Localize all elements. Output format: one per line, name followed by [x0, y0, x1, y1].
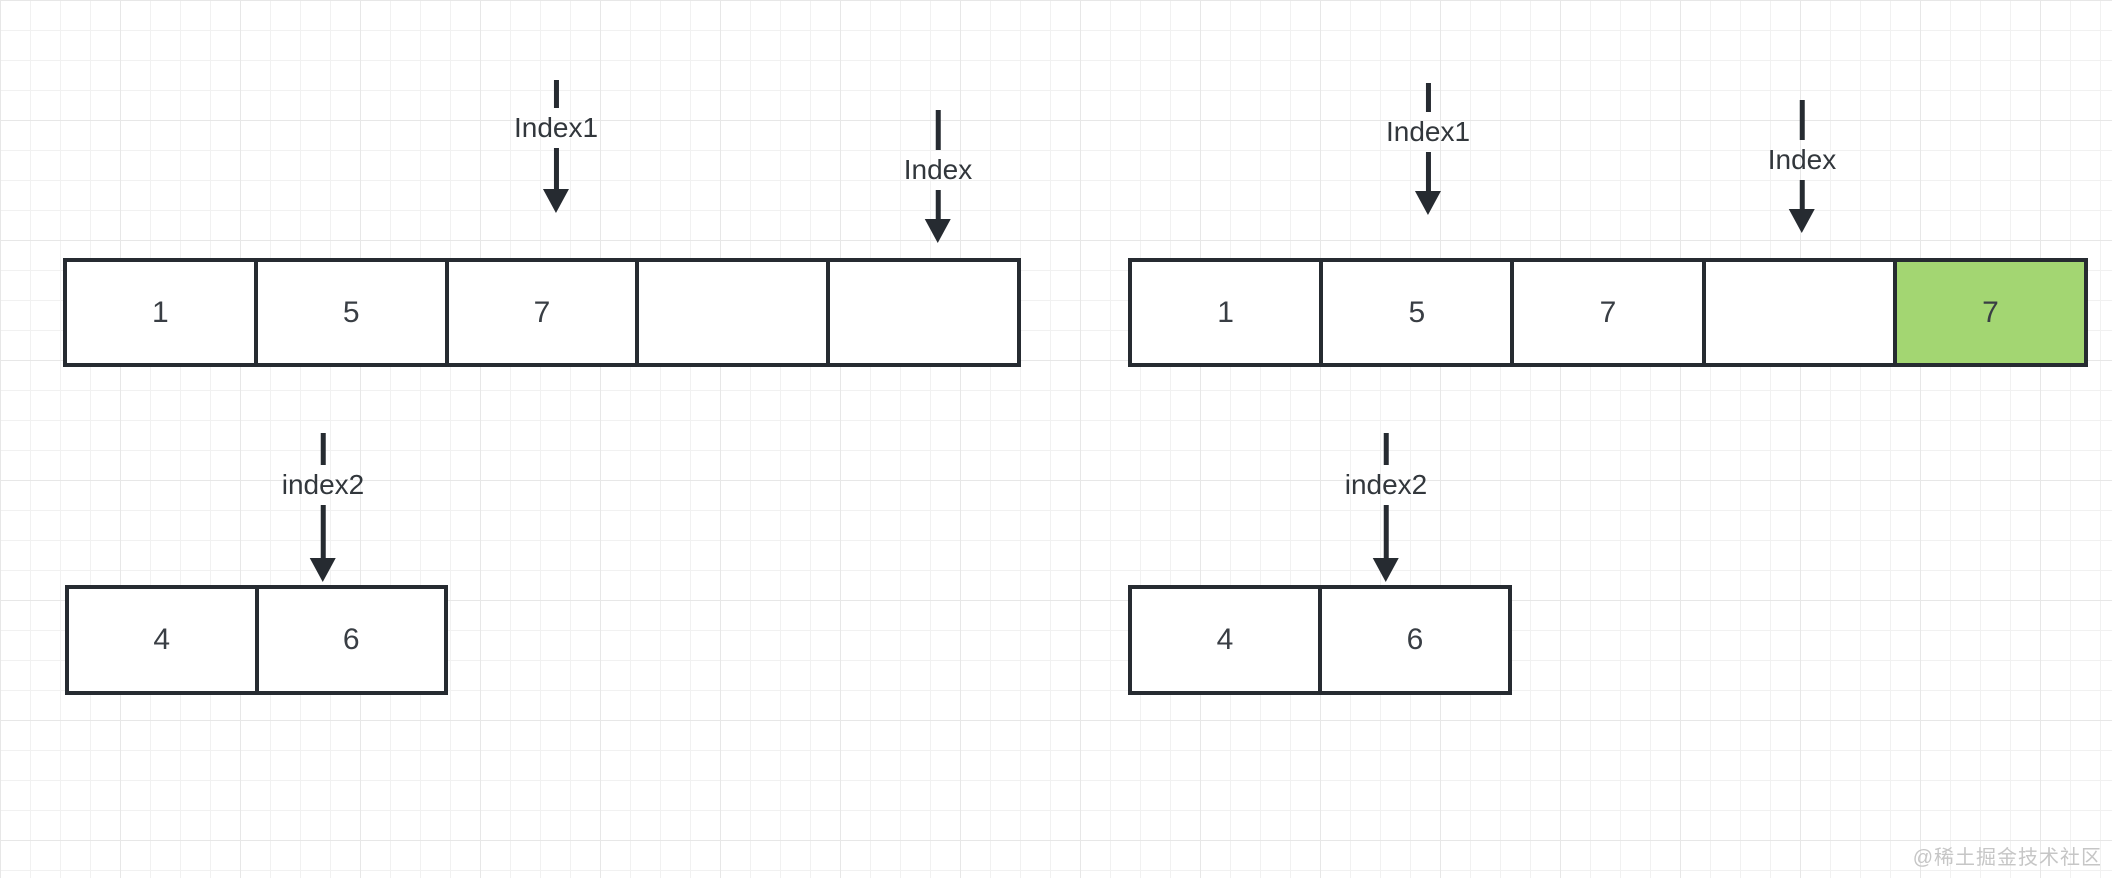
arrow-shaft: [935, 190, 941, 220]
array-cell: 4: [69, 589, 259, 691]
array-cell: 7: [1514, 262, 1706, 363]
array-cell: 7: [448, 262, 640, 363]
arrow-down-icon: [309, 558, 336, 582]
pointer-index1-left: Index1: [514, 80, 598, 213]
array-cell: [639, 262, 831, 363]
arrow-shaft: [1799, 180, 1805, 210]
arrow-down-icon: [1414, 191, 1441, 215]
pointer-label-index2: index2: [1344, 469, 1428, 500]
pointer-line-top: [1799, 100, 1805, 140]
array-cell: [830, 262, 1017, 363]
right-top-array: 1 5 7 7: [1128, 258, 2088, 367]
pointer-index2-right: index2: [1344, 433, 1428, 582]
right-bottom-array: 4 6: [1128, 585, 1512, 695]
arrow-down-icon: [925, 219, 951, 243]
pointer-line-top: [553, 80, 559, 108]
pointer-line-top: [935, 110, 941, 150]
left-bottom-array: 4 6: [65, 585, 448, 695]
pointer-label-index1: Index1: [513, 112, 599, 143]
arrow-down-icon: [542, 189, 569, 213]
pointer-index-left: Index: [903, 110, 973, 243]
array-cell-highlighted: 7: [1896, 262, 2085, 363]
array-cell: 5: [257, 262, 449, 363]
array-cell: 4: [1132, 589, 1322, 691]
array-cell: 1: [1132, 262, 1324, 363]
arrow-down-icon: [1789, 209, 1815, 233]
array-cell: 6: [1322, 589, 1508, 691]
array-cell: 5: [1323, 262, 1515, 363]
pointer-label-index: Index: [1767, 144, 1837, 175]
array-cell: 1: [67, 262, 258, 363]
pointer-index2-left: index2: [281, 433, 365, 582]
pointer-line-top: [1425, 83, 1431, 112]
pointer-index-right: Index: [1767, 100, 1837, 233]
pointer-label-index: Index: [903, 154, 973, 185]
left-top-array: 1 5 7: [63, 258, 1021, 367]
arrow-shaft: [553, 148, 559, 190]
pointer-label-index2: index2: [281, 469, 365, 500]
pointer-label-index1: Index1: [1385, 116, 1471, 147]
arrow-down-icon: [1372, 558, 1399, 582]
pointer-line-top: [1383, 433, 1389, 465]
pointer-index1-right: Index1: [1386, 83, 1470, 215]
arrow-shaft: [320, 505, 326, 559]
array-cell: [1705, 262, 1897, 363]
arrow-shaft: [1425, 152, 1431, 192]
array-cell: 6: [258, 589, 444, 691]
watermark-text: @稀土掘金技术社区: [1912, 847, 2102, 869]
arrow-shaft: [1383, 505, 1389, 559]
pointer-line-top: [320, 433, 326, 465]
